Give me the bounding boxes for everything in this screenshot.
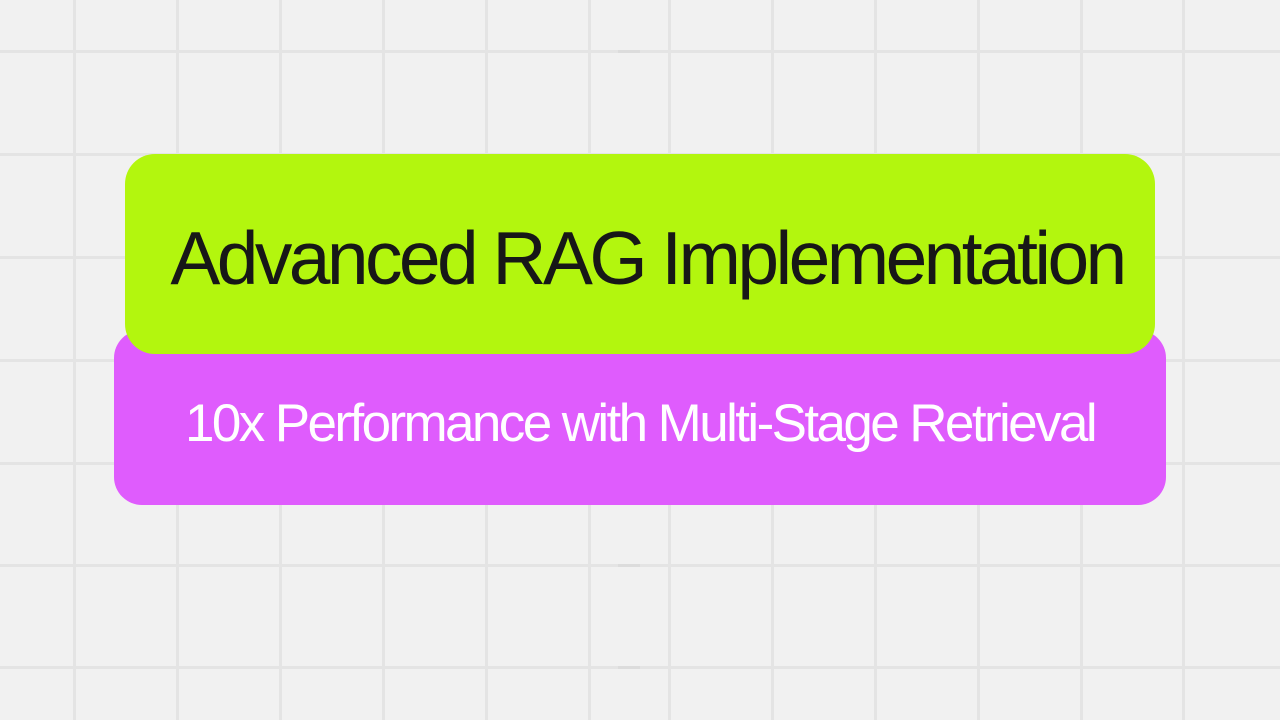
grid-line-horizontal: [0, 666, 1280, 669]
center-tick-mark: [618, 564, 640, 567]
grid-line-horizontal: [0, 50, 1280, 53]
title-banner: [125, 154, 1155, 354]
slide-subtitle: 10x Performance with Multi-Stage Retriev…: [185, 394, 1098, 453]
faint-footer-band: [74, 618, 1184, 660]
subtitle-banner: [114, 330, 1166, 505]
center-tick-mark: [618, 50, 640, 53]
slide-title: Advanced RAG Implementation: [170, 216, 1127, 300]
grid-line-horizontal: [0, 564, 1280, 567]
center-tick-mark: [618, 666, 640, 669]
